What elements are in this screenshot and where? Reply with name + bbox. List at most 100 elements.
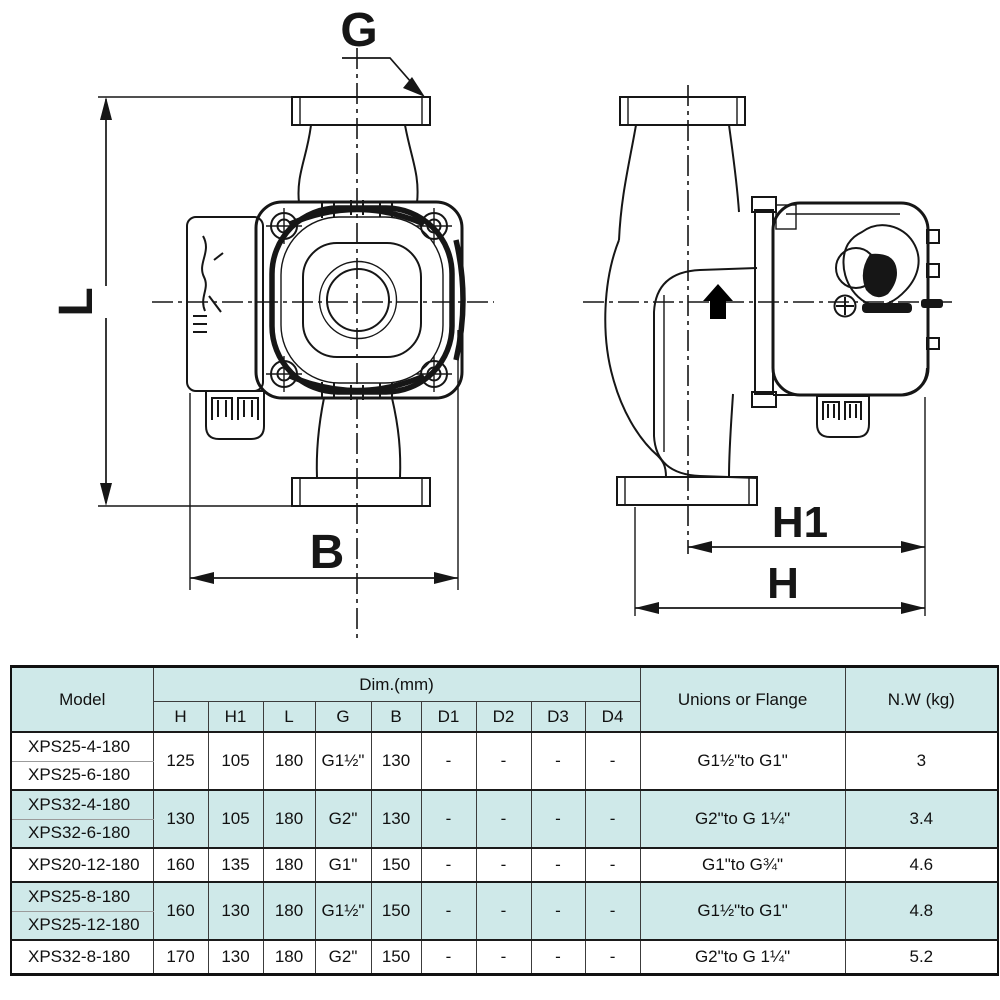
table-row: XPS25-12-180 bbox=[10, 910, 998, 941]
dim-value-cell: - bbox=[475, 789, 532, 849]
dimension-h: H bbox=[634, 397, 926, 616]
pump-side-view: H1 H bbox=[583, 85, 952, 616]
nw-cell: 3.4 bbox=[844, 789, 999, 849]
header-d1: D1 bbox=[420, 701, 477, 733]
dim-value-cell: - bbox=[530, 731, 586, 791]
unions-cell: G1"to G¾" bbox=[639, 847, 846, 883]
bottom-bracket-ribs bbox=[321, 382, 393, 400]
model-cell: XPS32-6-180 bbox=[10, 818, 154, 849]
header-d4: D4 bbox=[584, 701, 641, 733]
top-bracket-arch bbox=[288, 206, 426, 227]
centerline-tick-bar bbox=[921, 299, 943, 308]
dimension-label-l: L bbox=[50, 287, 103, 316]
dim-value-cell: 130 bbox=[370, 731, 422, 791]
dim-value-cell: 130 bbox=[152, 789, 209, 849]
screw-icon bbox=[833, 294, 857, 318]
model-cell: XPS25-4-180 bbox=[10, 731, 154, 762]
front-top-neck bbox=[297, 124, 312, 204]
dimension-label-h1: H1 bbox=[772, 498, 828, 547]
front-bottom-neck bbox=[391, 397, 402, 479]
dim-value-cell: - bbox=[420, 731, 477, 791]
nw-cell: 4.6 bbox=[844, 847, 999, 883]
cable-gland-icon bbox=[211, 397, 259, 420]
model-cell: XPS25-12-180 bbox=[10, 910, 154, 941]
dim-value-cell: - bbox=[475, 881, 532, 941]
dim-value-cell: 160 bbox=[152, 881, 209, 941]
unions-cell: G2"to G 1¼" bbox=[639, 789, 846, 849]
side-cable-gland-box bbox=[816, 395, 870, 438]
side-bottom-flange bbox=[616, 476, 758, 506]
motor-bottom-edge bbox=[773, 367, 928, 396]
header-model: Model bbox=[10, 666, 154, 733]
unions-cell: G1½"to G1" bbox=[639, 881, 846, 941]
dim-value-cell: - bbox=[584, 939, 641, 975]
pump-dimension-drawing: G L B bbox=[50, 4, 952, 642]
model-cell: XPS32-8-180 bbox=[10, 939, 154, 975]
bottom-bracket-arch bbox=[288, 373, 426, 394]
dimension-h1: H1 bbox=[688, 498, 925, 553]
dim-value-cell: 180 bbox=[262, 789, 316, 849]
nw-cell: 3 bbox=[844, 731, 999, 791]
side-top-flange bbox=[619, 96, 746, 126]
motor-top-step bbox=[775, 204, 797, 230]
header-d2: D2 bbox=[475, 701, 532, 733]
dim-value-cell: - bbox=[584, 847, 641, 883]
corner-screw-icon bbox=[266, 208, 452, 392]
dim-value-cell: 150 bbox=[370, 847, 422, 883]
top-bracket-ribs bbox=[321, 200, 393, 218]
header-h: H bbox=[152, 701, 209, 733]
dim-value-cell: 180 bbox=[262, 847, 316, 883]
terminal-box bbox=[186, 216, 264, 392]
cable-gland-box bbox=[205, 390, 265, 440]
motor-fins bbox=[926, 229, 940, 350]
dim-value-cell: - bbox=[530, 847, 586, 883]
dim-value-cell: 170 bbox=[152, 939, 209, 975]
g-leader-line bbox=[342, 57, 419, 91]
dimension-label-h: H bbox=[767, 559, 799, 608]
dim-value-cell: 130 bbox=[207, 881, 264, 941]
model-cell: XPS25-8-180 bbox=[10, 881, 154, 912]
header-d3: D3 bbox=[530, 701, 586, 733]
dim-value-cell: 180 bbox=[262, 881, 316, 941]
dim-value-cell: - bbox=[530, 789, 586, 849]
speed-selector-knob bbox=[835, 224, 920, 307]
unions-cell: G1½"to G1" bbox=[639, 731, 846, 791]
dim-value-cell: - bbox=[475, 731, 532, 791]
header-g: G bbox=[314, 701, 372, 733]
dim-value-cell: 130 bbox=[370, 789, 422, 849]
dim-value-cell: 125 bbox=[152, 731, 209, 791]
dim-value-cell: - bbox=[530, 881, 586, 941]
dim-value-cell: - bbox=[420, 881, 477, 941]
volute-body bbox=[604, 239, 667, 478]
dim-value-cell: - bbox=[420, 789, 477, 849]
header-unions: Unions or Flange bbox=[639, 666, 846, 733]
dimension-label-g: G bbox=[340, 4, 377, 57]
spec-table: Model Dim.(mm) Unions or Flange N.W (kg)… bbox=[10, 665, 1000, 976]
dim-value-cell: - bbox=[420, 847, 477, 883]
nw-cell: 5.2 bbox=[844, 939, 999, 975]
dim-value-cell: 105 bbox=[207, 731, 264, 791]
dim-value-cell: - bbox=[584, 731, 641, 791]
header-l: L bbox=[262, 701, 316, 733]
nameplate-scribbles bbox=[193, 235, 224, 333]
spec-table-header: Model Dim.(mm) Unions or Flange N.W (kg)… bbox=[10, 666, 999, 733]
side-bottom-neck bbox=[728, 393, 734, 478]
flow-direction-arrow-icon bbox=[703, 284, 733, 319]
pump-face-right-edge bbox=[453, 239, 466, 361]
dim-value-cell: G2" bbox=[314, 789, 372, 849]
dim-value-cell: 180 bbox=[262, 939, 316, 975]
unions-cell: G2"to G 1¼" bbox=[639, 939, 846, 975]
dim-value-cell: - bbox=[584, 881, 641, 941]
dim-value-cell: - bbox=[420, 939, 477, 975]
dim-value-cell: - bbox=[530, 939, 586, 975]
model-cell: XPS25-6-180 bbox=[10, 760, 154, 791]
pump-housing-inner bbox=[653, 267, 758, 479]
dim-value-cell: - bbox=[475, 939, 532, 975]
front-bottom-flange bbox=[291, 477, 431, 507]
dim-value-cell: - bbox=[475, 847, 532, 883]
dim-value-cell: G2" bbox=[314, 939, 372, 975]
